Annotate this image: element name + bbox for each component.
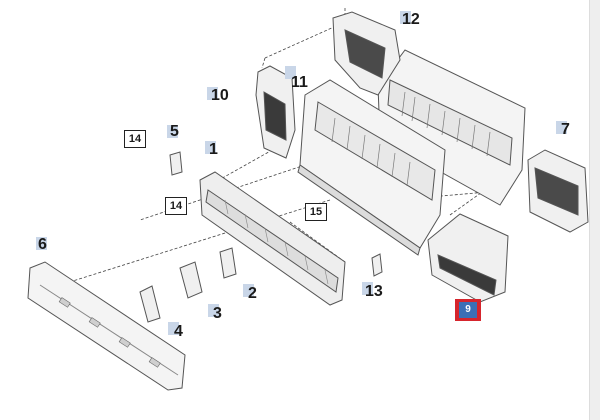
callout-chip [556,121,567,134]
callout-3[interactable]: 3 [213,305,222,322]
callout-10[interactable]: 10 [211,87,229,104]
callout-chip [243,284,254,297]
callout-11[interactable]: 11 [291,74,308,91]
callout-14-upper[interactable]: 14 [124,130,146,148]
part-13-fastener [371,253,383,277]
callout-7[interactable]: 7 [561,121,570,138]
part-small-clips [139,151,383,323]
part-2-clip [219,247,237,279]
callout-4[interactable]: 4 [174,323,183,340]
callout-12[interactable]: 12 [402,11,420,28]
callout-1[interactable]: 1 [209,141,218,158]
callout-chip [36,237,47,250]
callout-6[interactable]: 6 [38,236,47,253]
part-6-lower-rail [27,261,186,391]
part-12-upper-panel [377,49,526,206]
scrollbar-gutter [589,0,600,420]
callout-chip [207,87,218,100]
callout-chip [168,322,179,335]
part-5-clip [169,151,183,176]
callout-chip [400,11,411,24]
callout-13[interactable]: 13 [365,283,383,300]
part-3-clip [179,261,203,299]
callout-chip [208,304,219,317]
callout-chip [362,282,373,295]
part-11-main-panel [297,79,446,256]
part-upper-duct [332,11,401,96]
callout-5[interactable]: 5 [170,123,179,140]
part-7-side-duct [527,149,589,233]
part-10-bracket [255,65,296,159]
callout-9-selected[interactable]: 9 [455,299,481,321]
callout-9-label: 9 [459,302,477,318]
callout-14-lower[interactable]: 14 [165,197,187,215]
callout-chip [285,66,296,79]
part-1-carrier [199,171,346,306]
part-9-side-duct [427,213,509,303]
part-4-clip [139,285,161,323]
callout-15[interactable]: 15 [305,203,327,221]
callout-chip [205,141,216,154]
callout-chip [167,125,178,138]
callout-2[interactable]: 2 [248,285,257,302]
